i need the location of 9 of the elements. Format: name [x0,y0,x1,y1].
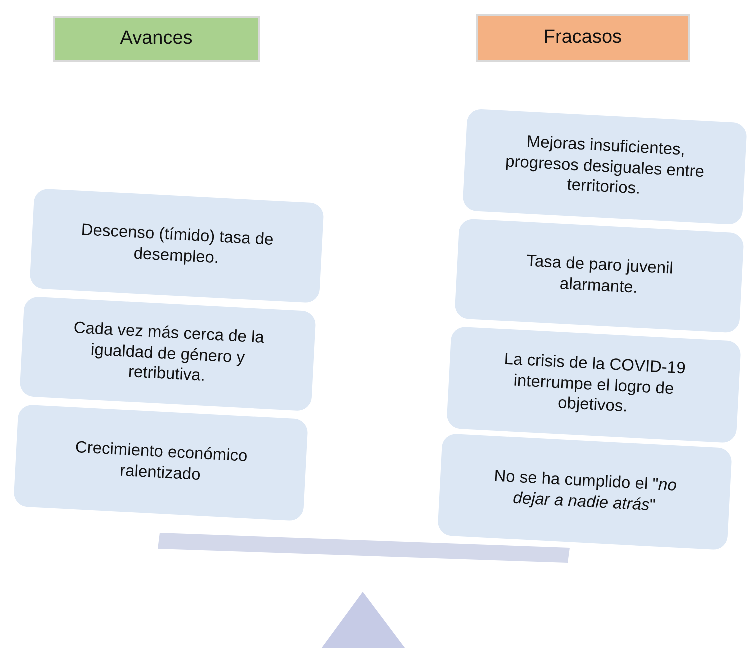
header-label: Fracasos [476,14,690,62]
text-card: No se ha cumplido el "no dejar a nadie atrás" [438,433,732,551]
text-card: Tasa de paro juvenil alarmante. [454,218,744,334]
text-card: Mejoras insuficientes, progresos desiguales entre territorios. [462,108,747,226]
text-card: Descenso (tímido) tasa de desempleo. [30,188,324,304]
text-card: Crecimiento económico ralentizado [14,404,308,522]
header-label: Avances [53,16,260,62]
text-card: Cada vez más cerca de la igualdad de género y retributiva. [20,296,316,412]
text-card: La crisis de la COVID-19 interrumpe el logro de objetivos. [446,326,742,444]
